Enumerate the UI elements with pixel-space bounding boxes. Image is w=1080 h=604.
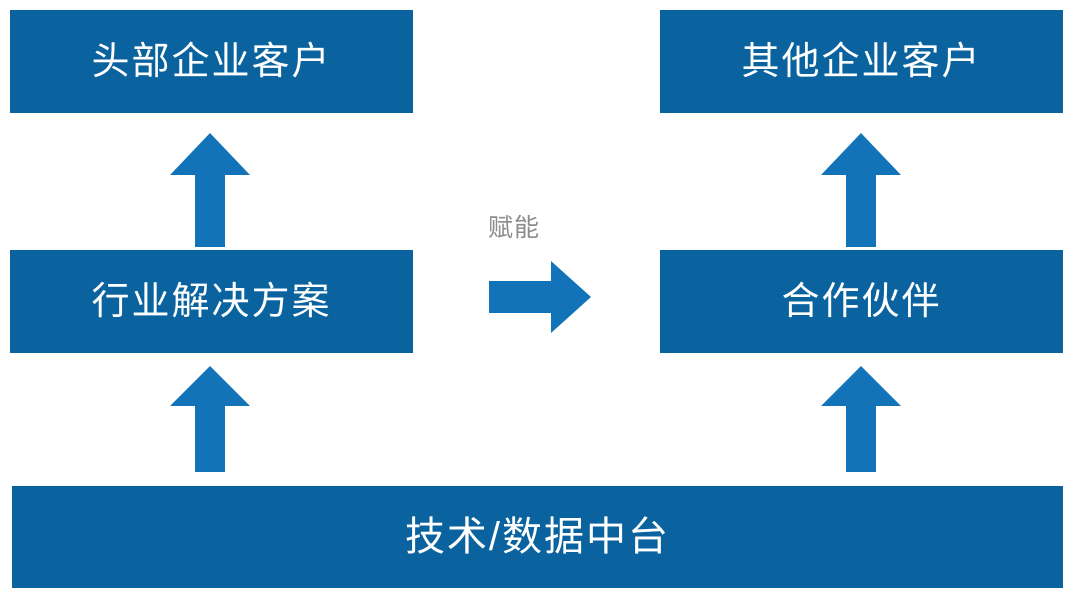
arrow-up-icon (170, 366, 250, 472)
node-box-top-left[interactable]: 头部企业客户 (10, 10, 413, 113)
arrow-up-icon (821, 133, 901, 247)
node-box-mid-right[interactable]: 合作伙伴 (660, 250, 1063, 353)
arrow-up-icon (170, 133, 250, 247)
node-box-bottom-platform[interactable]: 技术/数据中台 (12, 486, 1063, 588)
node-label-top-right: 其他企业客户 (741, 40, 982, 83)
arrow-up-icon (821, 366, 901, 472)
node-label-bottom-platform: 技术/数据中台 (404, 515, 671, 559)
arrow-right-icon (489, 261, 591, 333)
node-label-top-left: 头部企业客户 (91, 40, 332, 83)
node-box-mid-left[interactable]: 行业解决方案 (10, 250, 413, 353)
node-box-top-right[interactable]: 其他企业客户 (660, 10, 1063, 113)
node-label-mid-left: 行业解决方案 (91, 280, 332, 323)
connector-label-empower: 赋能 (488, 214, 541, 242)
node-label-mid-right: 合作伙伴 (781, 280, 942, 323)
